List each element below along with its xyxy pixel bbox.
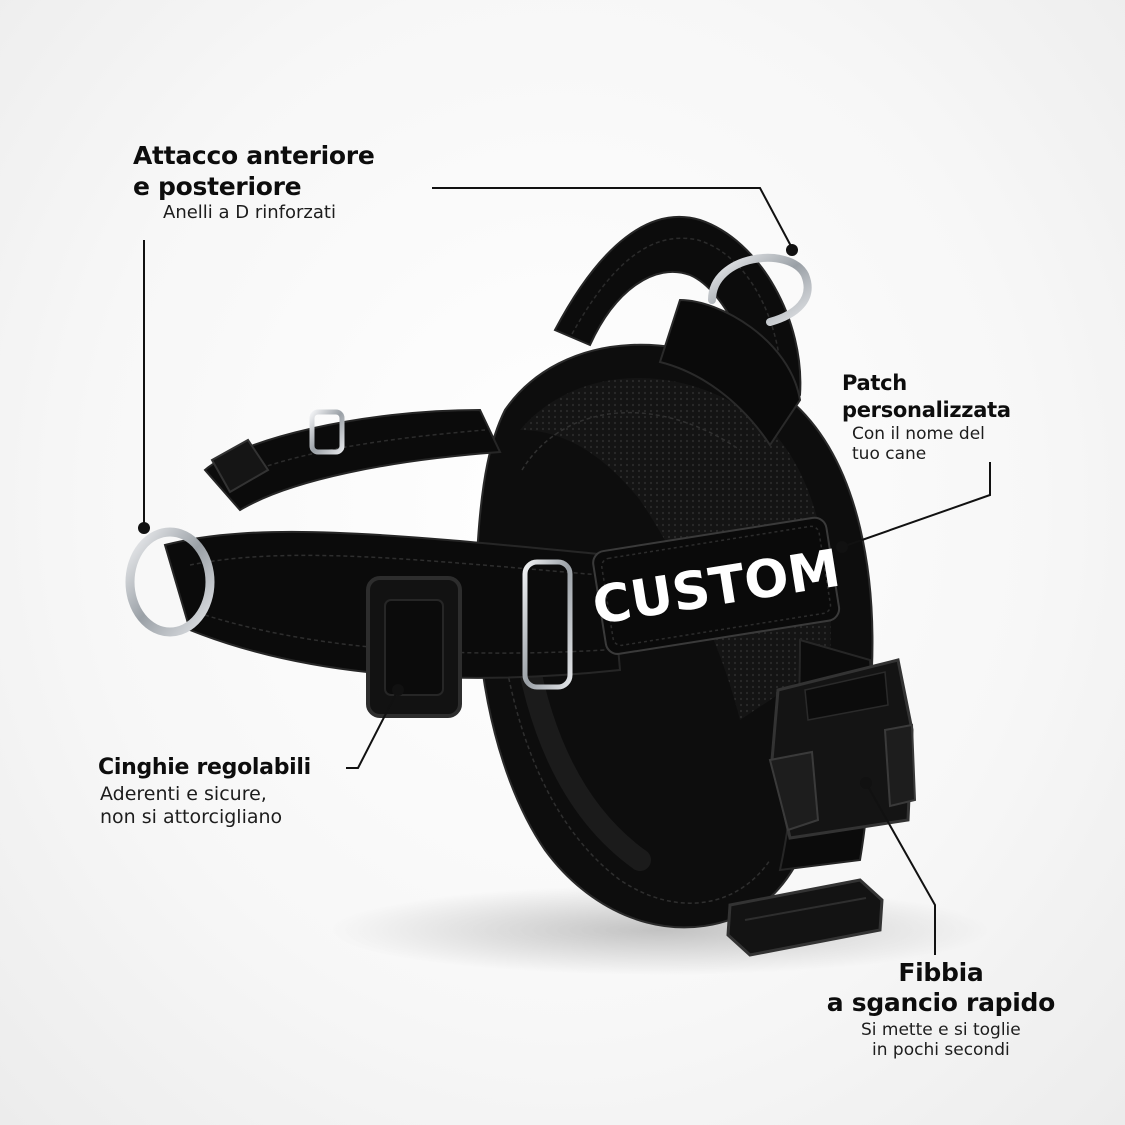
neck-buckle: [210, 438, 270, 494]
callout-patch-title: Patch personalizzata: [842, 371, 1011, 422]
front-d-ring: [125, 527, 215, 637]
callout-attacco-title: Attacco anteriore e posteriore: [133, 141, 375, 201]
callout-attacco-subtitle: Anelli a D rinforzati: [163, 202, 336, 223]
rear-d-ring: [708, 253, 812, 326]
callout-patch: Patch personalizzata Con il nome del tuo…: [842, 370, 1011, 464]
callout-fibbia: Fibbia a sgancio rapido Si mette e si to…: [826, 958, 1056, 1060]
neck-slider-top: [309, 409, 345, 455]
callout-fibbia-subtitle: Si mette e si toglie in pochi secondi: [861, 1020, 1021, 1060]
leader-dots: [138, 244, 872, 789]
callout-cinghie-title: Cinghie regolabili: [98, 755, 311, 780]
callout-fibbia-title: Fibbia a sgancio rapido: [826, 958, 1056, 1017]
quick-release-buckle: [768, 658, 917, 840]
callout-cinghie: Cinghie regolabili Aderenti e sicure, no…: [98, 752, 311, 829]
leader-lines: [143, 187, 991, 955]
side-ring: [522, 559, 573, 690]
callout-attacco: Attacco anteriore e posteriore Anelli a …: [133, 140, 375, 224]
buckle-adjuster: [726, 878, 884, 957]
top-strap: [658, 298, 802, 447]
custom-patch: CUSTOM: [589, 516, 844, 655]
callout-patch-subtitle: Con il nome del tuo cane: [852, 424, 985, 464]
callout-cinghie-subtitle: Aderenti e sicure, non si attorcigliano: [100, 783, 283, 828]
